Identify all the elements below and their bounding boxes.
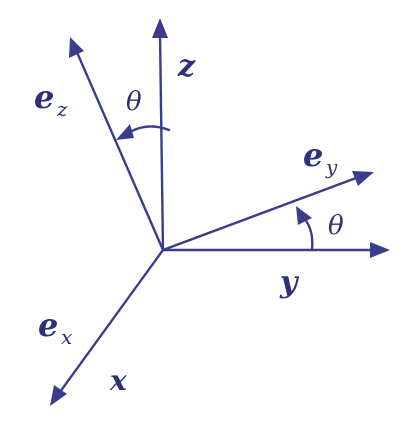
axis-z-arrowhead xyxy=(152,18,168,38)
rotation-arc-z xyxy=(128,125,171,134)
axis-ez-line xyxy=(74,48,165,252)
axis-y-arrowhead xyxy=(370,242,390,258)
svg-text:e: e xyxy=(34,78,54,116)
axis-z-line xyxy=(158,32,165,252)
rotation-arc-y-arrowhead xyxy=(296,206,312,225)
label-ey: e y xyxy=(303,136,338,179)
axis-ez-arrowhead xyxy=(69,37,84,58)
axis-ey-line xyxy=(161,176,358,252)
svg-text:y: y xyxy=(325,155,338,179)
axis-x-arrowhead xyxy=(50,385,67,406)
label-y: y xyxy=(279,265,300,300)
label-ez: e z xyxy=(34,78,68,121)
axis-x-line xyxy=(58,248,165,394)
theta-label-right: θ xyxy=(328,211,344,241)
svg-text:x: x xyxy=(61,325,72,349)
svg-text:e: e xyxy=(38,306,58,344)
rotation-arc-y xyxy=(302,216,314,252)
label-z: z xyxy=(177,49,196,84)
label-x: x xyxy=(109,364,127,397)
label-ex: e x xyxy=(38,306,72,349)
svg-text:z: z xyxy=(56,97,68,121)
theta-label-top: θ xyxy=(126,87,142,117)
axis-ey-arrowhead xyxy=(352,171,374,186)
svg-text:e: e xyxy=(303,136,323,174)
rotation-arc-z-arrowhead xyxy=(116,124,134,140)
